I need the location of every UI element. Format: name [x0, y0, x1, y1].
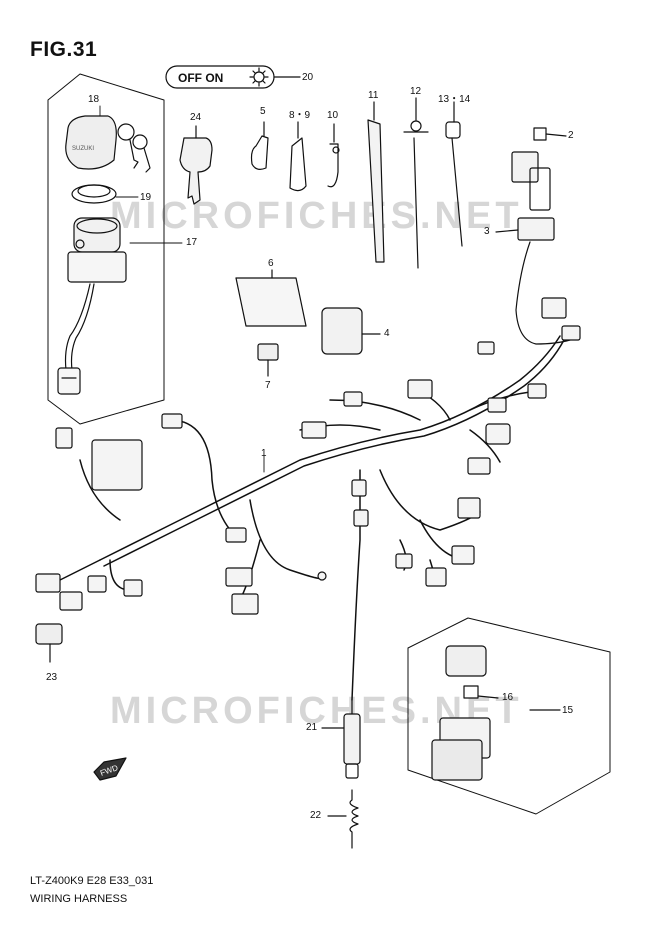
leader-lines — [99, 105, 559, 711]
fuse-and-holder — [495, 127, 571, 345]
callout-23: 23 — [46, 672, 58, 683]
callout-4: 4 — [384, 328, 390, 339]
watermark-top: MICROFICHES.NET — [110, 195, 523, 237]
ignition-switch-group: SUZUKI — [47, 73, 165, 425]
callout-1: 1 — [261, 448, 267, 459]
callout-10: 10 — [327, 110, 339, 121]
relay-group — [407, 617, 611, 815]
callout-12: 12 — [410, 86, 422, 97]
callout-24: 24 — [190, 112, 202, 123]
callout-11: 11 — [368, 90, 379, 101]
figure-code: LT-Z400K9 E28 E33_031 — [30, 875, 154, 887]
connector-cap — [35, 623, 63, 663]
callout-7: 7 — [265, 380, 271, 391]
fwd-arrow — [93, 757, 127, 781]
callout-8-9: 8・9 — [289, 110, 311, 121]
callout-20: 20 — [302, 72, 314, 83]
callout-22: 22 — [310, 810, 322, 821]
key-blank — [179, 125, 213, 205]
main-harness — [59, 335, 565, 701]
callout-3: 3 — [484, 226, 490, 237]
figure-title: FIG.31 — [30, 38, 98, 61]
callout-19: 19 — [140, 192, 152, 203]
switch-label-plate — [165, 65, 301, 89]
callout-15: 15 — [562, 705, 574, 716]
harness-connectors — [35, 297, 581, 615]
callout-21: 21 — [306, 722, 318, 733]
svg-text:SUZUKI: SUZUKI — [72, 146, 94, 152]
callout-5: 5 — [260, 106, 266, 117]
switch-plate-text: OFF ON — [178, 71, 224, 85]
callout-6: 6 — [268, 258, 274, 269]
label-relay-cap — [235, 269, 381, 377]
callout-13-14: 13・14 — [438, 94, 471, 105]
sensor-and-spring — [321, 699, 361, 849]
cable-ties — [367, 97, 463, 269]
callout-16: 16 — [502, 692, 514, 703]
figure-name: WIRING HARNESS — [30, 893, 128, 905]
clamps — [250, 121, 340, 192]
callout-2: 2 — [568, 130, 574, 141]
callout-18: 18 — [88, 94, 100, 105]
callout-17: 17 — [186, 237, 198, 248]
